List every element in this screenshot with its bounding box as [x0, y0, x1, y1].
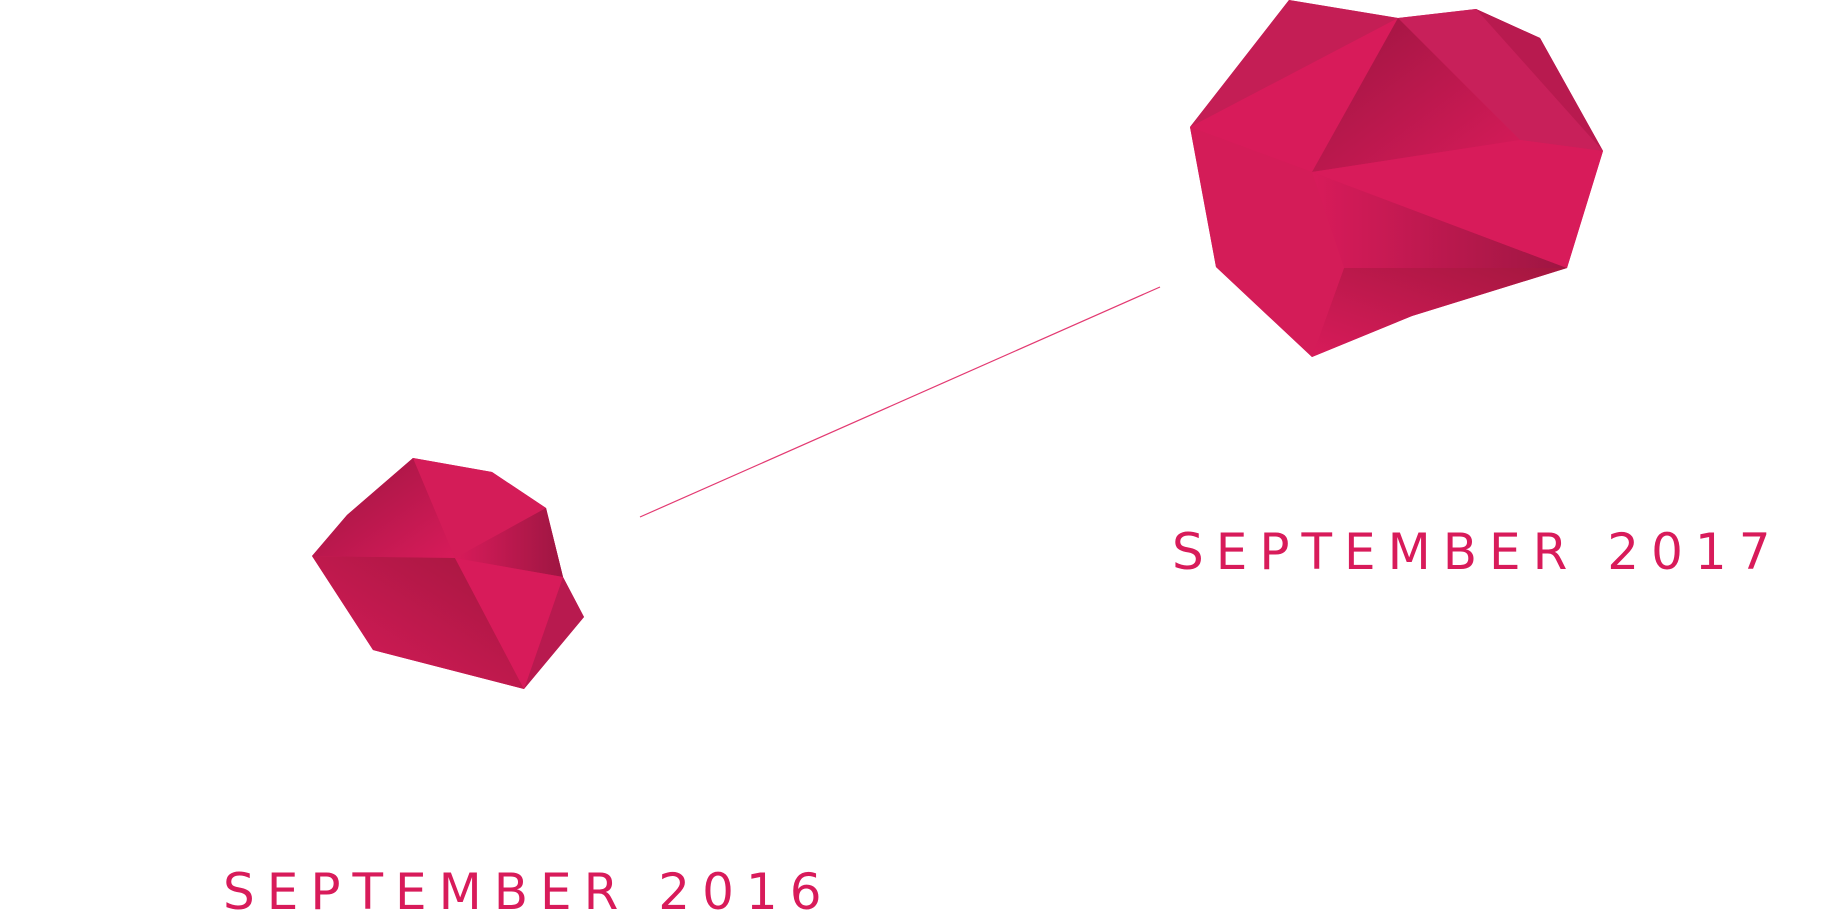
low-poly-gem-icon	[312, 458, 584, 689]
milestone-date-2017: SEPTEMBER 2017	[1172, 523, 1783, 581]
low-poly-gem-icon	[1190, 0, 1603, 357]
timeline-connector-line	[639, 286, 1161, 518]
milestone-date-2016: SEPTEMBER 2016	[223, 863, 834, 916]
